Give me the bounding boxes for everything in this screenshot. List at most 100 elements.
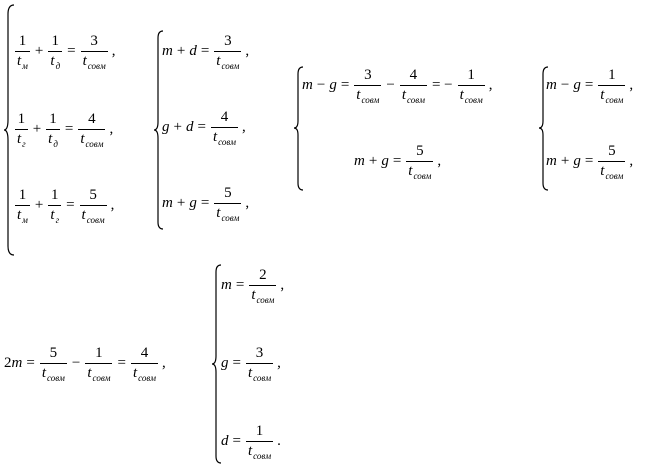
time-variable: t	[216, 53, 221, 69]
fraction-numerator: 2	[259, 267, 267, 283]
operator: +	[173, 119, 182, 135]
time-subscript: совм	[413, 171, 432, 181]
fraction-denominator: tсовм	[249, 285, 277, 305]
left-brace	[211, 264, 222, 464]
time-subscript: совм	[85, 139, 104, 149]
variable: g	[329, 77, 337, 93]
trailing-punctuation: ,	[111, 43, 116, 59]
equals-sign: =	[340, 77, 350, 93]
fraction-numerator: 1	[50, 187, 59, 203]
fraction-denominator: tсовм	[406, 161, 434, 181]
variable: m	[354, 153, 365, 169]
operator: −	[71, 355, 81, 371]
operator: −	[316, 77, 326, 93]
trailing-punctuation: ,	[629, 153, 634, 169]
fraction-denominator: tсовм	[598, 85, 626, 105]
time-variable: t	[81, 207, 86, 223]
time-variable: t	[80, 131, 85, 147]
variable: g	[221, 355, 229, 371]
trailing-punctuation: ,	[242, 119, 246, 135]
variable: m	[546, 77, 557, 93]
variable: m	[221, 277, 232, 293]
time-subscript: д	[55, 61, 61, 71]
fraction-numerator: 1	[18, 187, 27, 203]
time-variable: t	[459, 87, 464, 103]
fraction-denominator: tг	[48, 205, 62, 225]
fraction-numerator: 4	[409, 67, 418, 83]
left-brace	[293, 66, 304, 191]
fraction-denominator: tсовм	[457, 85, 485, 105]
fraction-numerator: 4	[140, 345, 149, 361]
variable: g	[189, 195, 197, 211]
fraction-denominator: tм	[15, 51, 30, 71]
left-brace	[538, 66, 549, 191]
time-variable: t	[408, 163, 413, 179]
time-variable: t	[82, 53, 87, 69]
fraction: 2 tсовм	[249, 267, 277, 305]
operator: +	[34, 43, 44, 59]
fraction-numerator: 1	[255, 423, 264, 439]
fraction-denominator: tсовм	[130, 363, 159, 383]
fraction-denominator: tсовм	[245, 441, 274, 461]
time-subscript: д	[53, 139, 58, 149]
fraction-numerator: 5	[49, 345, 58, 361]
time-subscript: совм	[605, 171, 624, 181]
left-brace	[153, 30, 164, 230]
fraction-numerator: 4	[220, 109, 229, 125]
fraction-numerator: 3	[224, 33, 232, 49]
time-variable: t	[50, 207, 55, 223]
operator: +	[368, 153, 378, 169]
time-subscript: совм	[221, 61, 240, 71]
fraction-numerator: 1	[18, 33, 27, 49]
time-subscript: совм	[464, 95, 483, 105]
fraction-numerator: 5	[608, 143, 616, 159]
fraction-numerator: 3	[90, 33, 98, 49]
variable: g	[573, 77, 581, 93]
operator: =	[117, 355, 126, 371]
fraction-numerator: 1	[608, 67, 616, 83]
fraction-numerator: 1	[49, 111, 57, 127]
variable: d	[221, 433, 229, 449]
time-subscript: совм	[361, 95, 380, 105]
operator: = −	[431, 77, 453, 93]
equals-sign: =	[232, 355, 241, 371]
trailing-punctuation: ,	[162, 355, 166, 371]
fraction-denominator: tд	[48, 51, 63, 71]
time-variable: t	[251, 287, 256, 303]
variable: m	[11, 355, 23, 371]
time-variable: t	[48, 131, 53, 147]
fraction-numerator: 1	[17, 111, 26, 127]
equals-sign: =	[26, 355, 35, 371]
variable: d	[185, 119, 194, 135]
fraction: 1 tсовм	[245, 423, 274, 461]
trailing-punctuation: .	[277, 433, 281, 449]
operator: +	[176, 43, 186, 59]
time-subscript: совм	[218, 137, 237, 147]
trailing-punctuation: ,	[629, 77, 634, 93]
fraction-numerator: 3	[364, 67, 372, 83]
fraction: 1 tг	[48, 187, 62, 225]
fraction-denominator: tсовм	[214, 51, 242, 71]
time-subscript: совм	[86, 215, 105, 225]
time-variable: t	[17, 131, 22, 147]
fraction-denominator: tсовм	[79, 205, 107, 225]
